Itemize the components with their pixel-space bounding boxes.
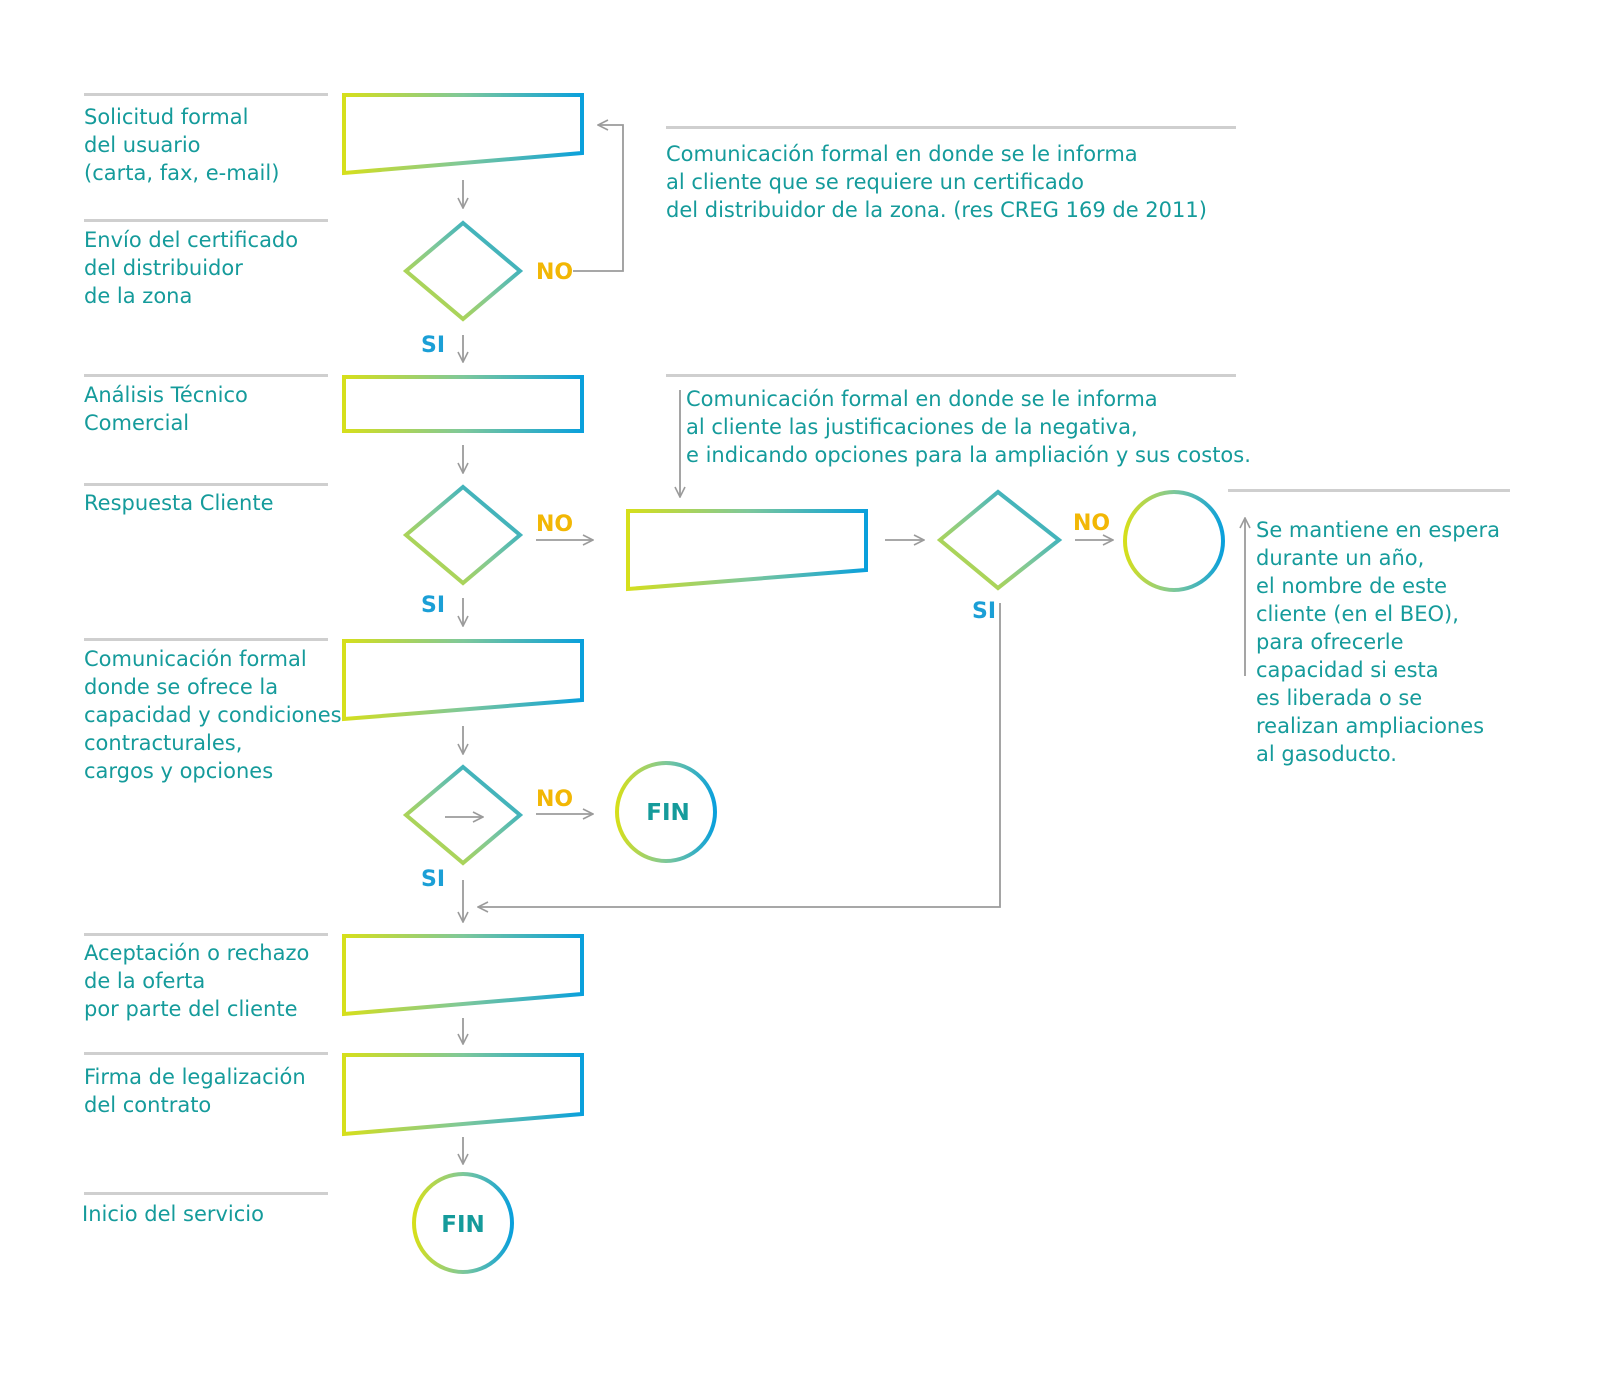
fin-label: FIN — [646, 800, 690, 826]
doc-shape-solicitud — [342, 93, 584, 176]
separator-rule — [84, 1192, 328, 1195]
process-shape-analisis — [342, 375, 584, 433]
step-label-aceptacion: Aceptación o rechazo de la oferta por pa… — [84, 941, 310, 1021]
note-negativa: Comunicación formal en donde se le infor… — [686, 387, 1251, 467]
separator-rule — [1228, 489, 1510, 492]
doc-shape-oferta — [342, 639, 584, 722]
branch-no-label: NO — [536, 787, 573, 812]
terminal-espera — [1123, 490, 1225, 592]
separator-rule — [84, 483, 328, 486]
separator-rule — [666, 374, 1236, 377]
branch-si-label: SI — [421, 593, 445, 618]
step-label-respuesta: Respuesta Cliente — [84, 491, 274, 515]
note-certificado: Comunicación formal en donde se le infor… — [666, 142, 1207, 222]
step-label-analisis: Análisis Técnico Comercial — [84, 383, 248, 435]
separator-rule — [666, 126, 1236, 129]
branch-si-label: SI — [421, 867, 445, 892]
decision-envio — [402, 220, 524, 322]
fin-label: FIN — [441, 1212, 485, 1238]
decision-respuesta — [402, 484, 524, 586]
separator-rule — [84, 1052, 328, 1055]
decision-negativa — [936, 489, 1063, 591]
separator-rule — [84, 933, 328, 936]
decision-oferta — [402, 764, 524, 866]
separator-rule — [84, 219, 328, 222]
step-label-inicio: Inicio del servicio — [82, 1202, 264, 1226]
separator-rule — [84, 638, 328, 641]
terminal-fin-oferta — [615, 761, 717, 863]
connector-arrow — [478, 603, 1001, 907]
separator-rule — [84, 374, 328, 377]
separator-rule — [84, 93, 328, 96]
step-label-firma: Firma de legalización del contrato — [84, 1065, 306, 1117]
note-espera: Se mantiene en espera durante un año, el… — [1256, 518, 1500, 766]
terminal-fin-inicio — [412, 1172, 514, 1274]
branch-no-label: NO — [1073, 511, 1110, 536]
branch-no-label: NO — [536, 512, 573, 537]
doc-shape-firma — [342, 1053, 584, 1137]
branch-si-label: SI — [421, 333, 445, 358]
step-label-envio-certificado: Envío del certificado del distribuidor d… — [84, 228, 299, 308]
doc-shape-negativa — [626, 509, 868, 592]
connector-arrow — [573, 125, 624, 272]
branch-no-label: NO — [536, 260, 573, 285]
doc-shape-aceptacion — [342, 934, 584, 1017]
step-label-solicitud: Solicitud formal del usuario (carta, fax… — [84, 105, 280, 185]
step-label-comunicacion-oferta: Comunicación formal donde se ofrece la c… — [84, 647, 342, 783]
branch-si-label: SI — [972, 599, 996, 624]
